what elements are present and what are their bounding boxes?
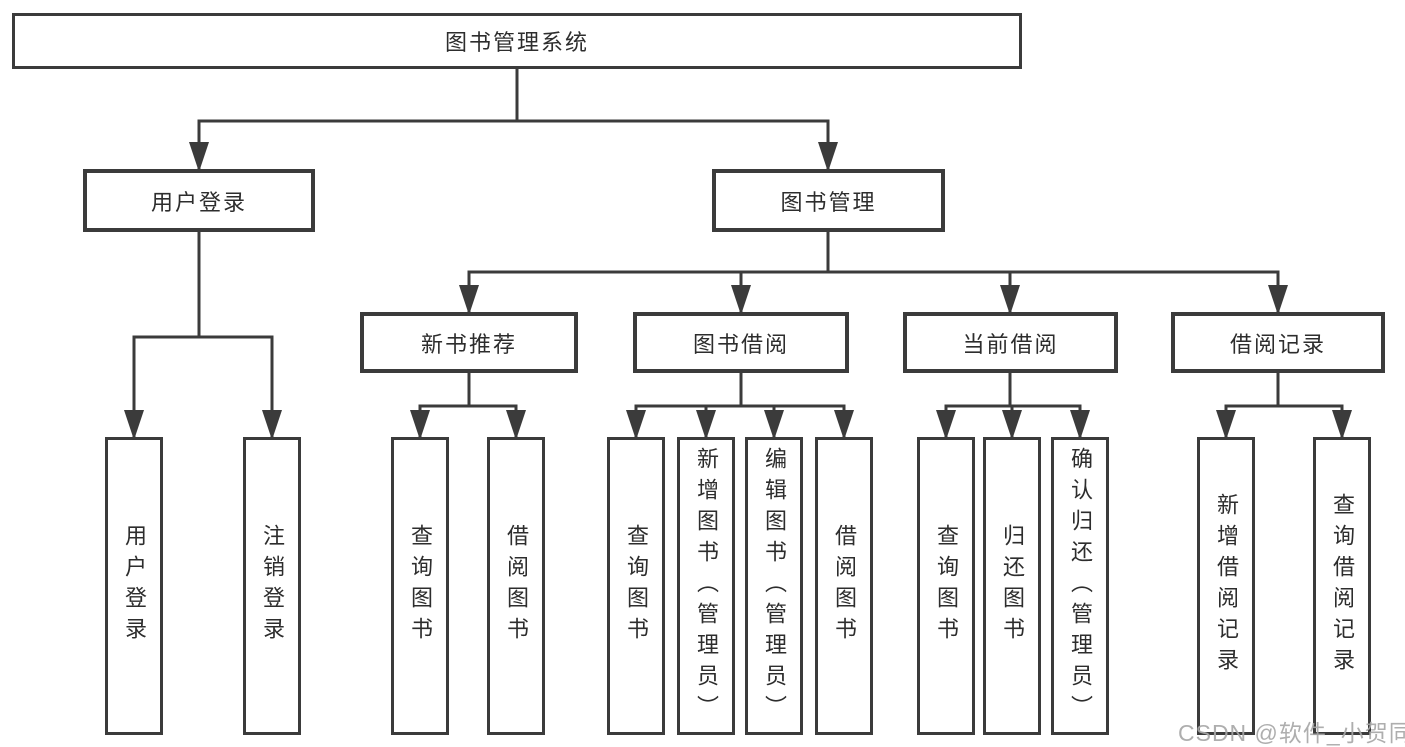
node-label: 查询图书 [624, 524, 649, 648]
node-label: 确认归还（管理员） [1068, 446, 1093, 726]
connector-arrowheads [124, 142, 1352, 440]
node-leaf-return-book: 归还图书 [983, 437, 1041, 735]
connector-root-branch [197, 119, 830, 172]
arrow-down-icon [262, 410, 282, 440]
node-leaf-add-borrow-record: 新增借阅记录 [1197, 437, 1255, 735]
connector-userlogin-branch [132, 335, 274, 437]
arrow-down-icon [1216, 410, 1236, 440]
node-book-borrowing: 图书借阅 [633, 312, 849, 373]
node-leaf-borrow-books-2: 借阅图书 [815, 437, 873, 735]
node-current-borrowing: 当前借阅 [903, 312, 1118, 373]
arrow-down-icon [189, 142, 209, 172]
node-label: 用户登录 [122, 524, 147, 648]
arrow-down-icon [626, 410, 646, 440]
arrow-down-icon [764, 410, 784, 440]
node-leaf-query-books-1: 查询图书 [391, 437, 449, 735]
arrow-down-icon [696, 410, 716, 440]
node-label: 编辑图书（管理员） [762, 446, 787, 726]
node-leaf-add-book-admin: 新增图书（管理员） [677, 437, 735, 735]
node-leaf-user-login: 用户登录 [105, 437, 163, 735]
node-label: 注销登录 [260, 524, 285, 648]
node-leaf-query-borrow-record: 查询借阅记录 [1313, 437, 1371, 735]
arrow-down-icon [1332, 410, 1352, 440]
arrow-down-icon [936, 410, 956, 440]
node-label: 查询借阅记录 [1330, 493, 1355, 679]
arrow-down-icon [1002, 410, 1022, 440]
arrow-down-icon [1000, 285, 1020, 315]
node-label: 新增借阅记录 [1214, 493, 1239, 679]
arrow-down-icon [731, 285, 751, 315]
node-leaf-edit-book-admin: 编辑图书（管理员） [745, 437, 803, 735]
arrow-down-icon [410, 410, 430, 440]
arrow-down-icon [506, 410, 526, 440]
csdn-watermark: CSDN @软件_小贺同学 [1178, 720, 1405, 746]
arrow-down-icon [1070, 410, 1090, 440]
node-leaf-query-books-3: 查询图书 [917, 437, 975, 735]
node-library-system: 图书管理系统 [12, 13, 1022, 69]
node-label: 新增图书（管理员） [694, 446, 719, 726]
connector-bookmgmt-branch [467, 270, 1280, 315]
arrow-down-icon [834, 410, 854, 440]
node-new-book-recommend: 新书推荐 [360, 312, 578, 373]
arrow-down-icon [1268, 285, 1288, 315]
node-label: 查询图书 [408, 524, 433, 648]
node-leaf-query-books-2: 查询图书 [607, 437, 665, 735]
node-leaf-confirm-return-admin: 确认归还（管理员） [1051, 437, 1109, 735]
connector-records-branch [1224, 404, 1344, 440]
node-label: 归还图书 [1000, 524, 1025, 648]
node-leaf-borrow-books-1: 借阅图书 [487, 437, 545, 735]
node-leaf-logout: 注销登录 [243, 437, 301, 735]
arrow-down-icon [124, 410, 144, 440]
arrow-down-icon [818, 142, 838, 172]
node-label: 借阅图书 [832, 524, 857, 648]
node-book-management: 图书管理 [712, 169, 945, 232]
connector-borrow-branch [634, 404, 846, 440]
node-label: 查询图书 [934, 524, 959, 648]
connector-newbook-branch [418, 404, 518, 440]
arrow-down-icon [459, 285, 479, 315]
node-user-login: 用户登录 [83, 169, 315, 232]
node-borrow-records: 借阅记录 [1171, 312, 1385, 373]
node-label: 借阅图书 [504, 524, 529, 648]
